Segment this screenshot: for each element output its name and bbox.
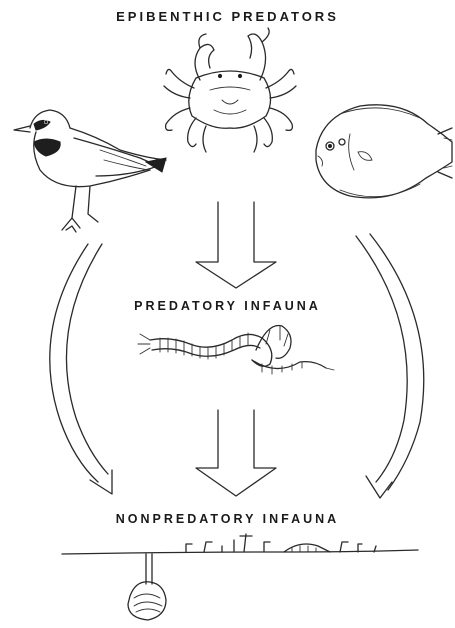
crab-icon <box>164 28 296 152</box>
arrow-fish-to-nonpredatory <box>356 234 424 498</box>
arrow-bird-to-nonpredatory <box>50 244 112 494</box>
flatfish-icon <box>316 105 452 198</box>
arrow-infauna-to-nonpredatory <box>196 410 276 496</box>
bird-icon <box>14 110 166 232</box>
clam-icon <box>128 554 166 620</box>
sediment-surface <box>62 534 418 554</box>
arrow-crab-to-infauna <box>196 202 276 288</box>
worm-icon <box>138 326 334 375</box>
